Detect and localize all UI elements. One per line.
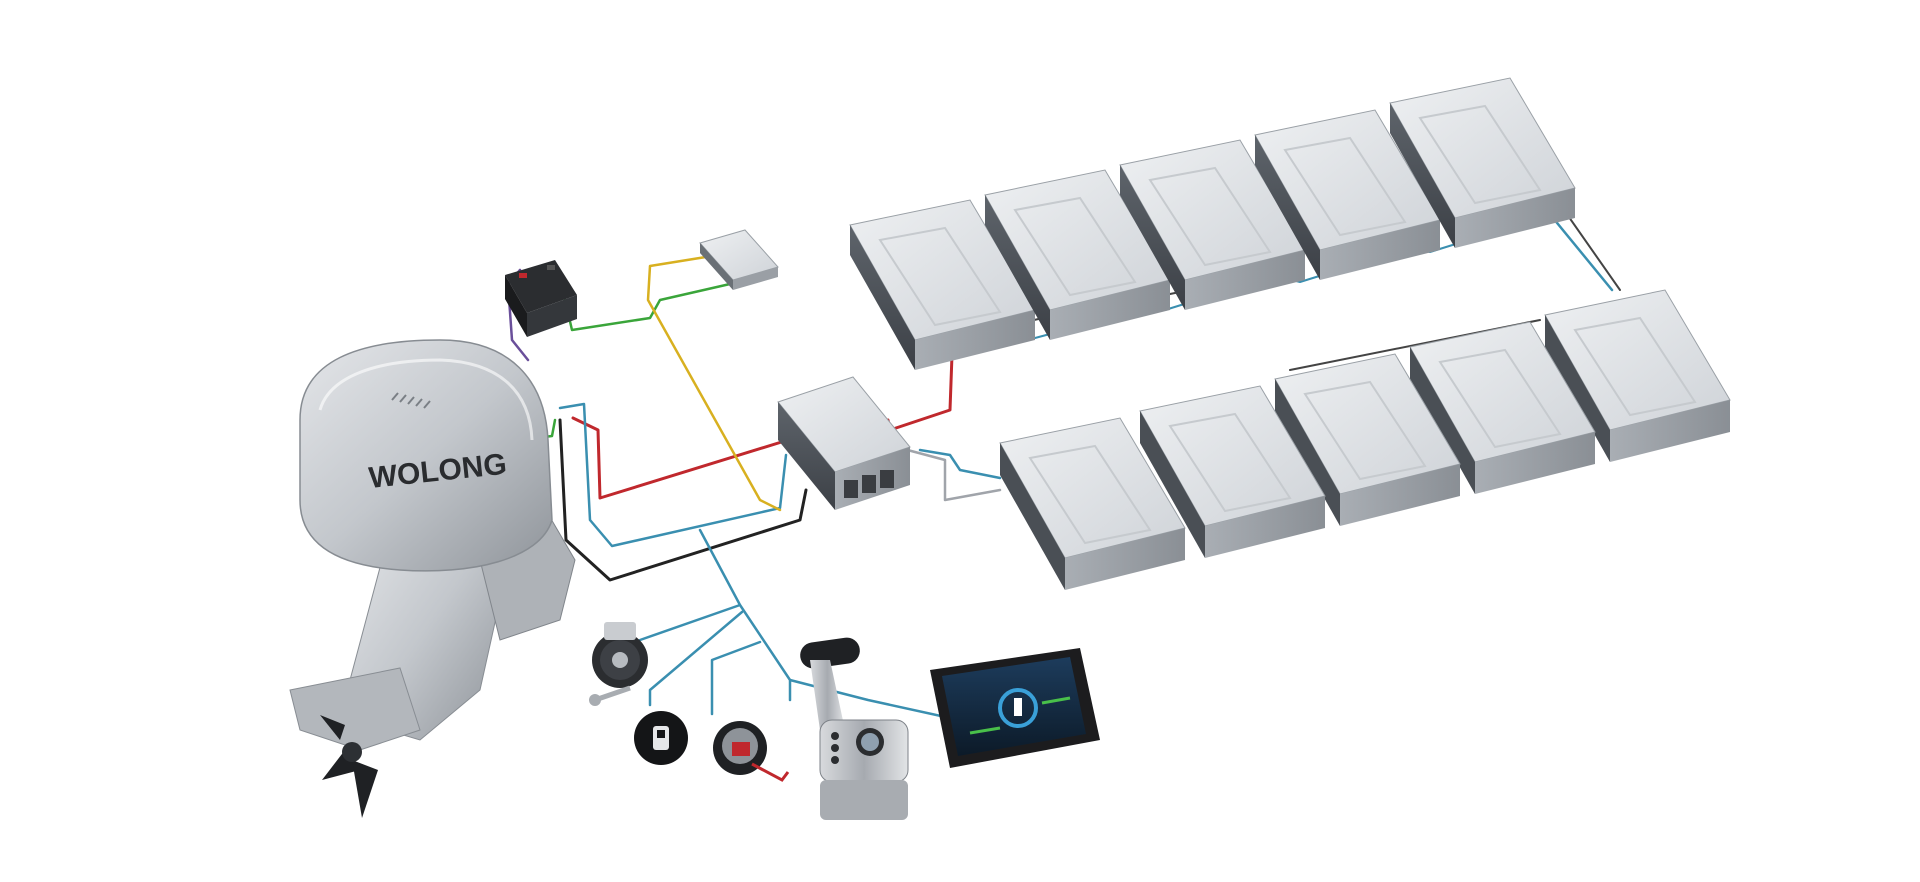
battery-pack-icon <box>1274 353 1461 526</box>
display-panel-icon <box>930 648 1100 768</box>
battery-pack-icon <box>1254 109 1441 280</box>
lanyard-switch-icon <box>713 721 790 782</box>
cable-blue-bus <box>638 528 952 720</box>
cable-gray <box>898 446 1002 502</box>
controller-box-icon <box>777 376 911 510</box>
throttle-lever-icon <box>800 637 909 820</box>
cable-blue-main <box>558 402 788 548</box>
aux-battery-icon <box>505 260 577 337</box>
battery-pack-icon <box>1409 321 1596 494</box>
battery-pack-icon <box>849 199 1036 370</box>
cable-black <box>558 418 808 582</box>
propeller-icon <box>320 715 378 818</box>
battery-pack-icon <box>1139 385 1326 558</box>
battery-pack-icon <box>999 417 1186 590</box>
emergency-switch-icon <box>634 711 688 765</box>
battery-pack-icon <box>1544 289 1731 462</box>
battery-row-upper <box>849 77 1576 370</box>
key-switch-icon <box>589 622 648 706</box>
battery-pack-icon <box>984 169 1171 340</box>
battery-row-lower <box>999 289 1731 590</box>
outboard-motor-icon: WOLONG <box>289 339 576 818</box>
junction-box-icon <box>699 229 779 290</box>
battery-pack-icon <box>1389 77 1576 248</box>
cable-battery-link-dark <box>1024 189 1621 371</box>
cable-yellow <box>646 254 782 512</box>
battery-pack-icon <box>1119 139 1306 310</box>
